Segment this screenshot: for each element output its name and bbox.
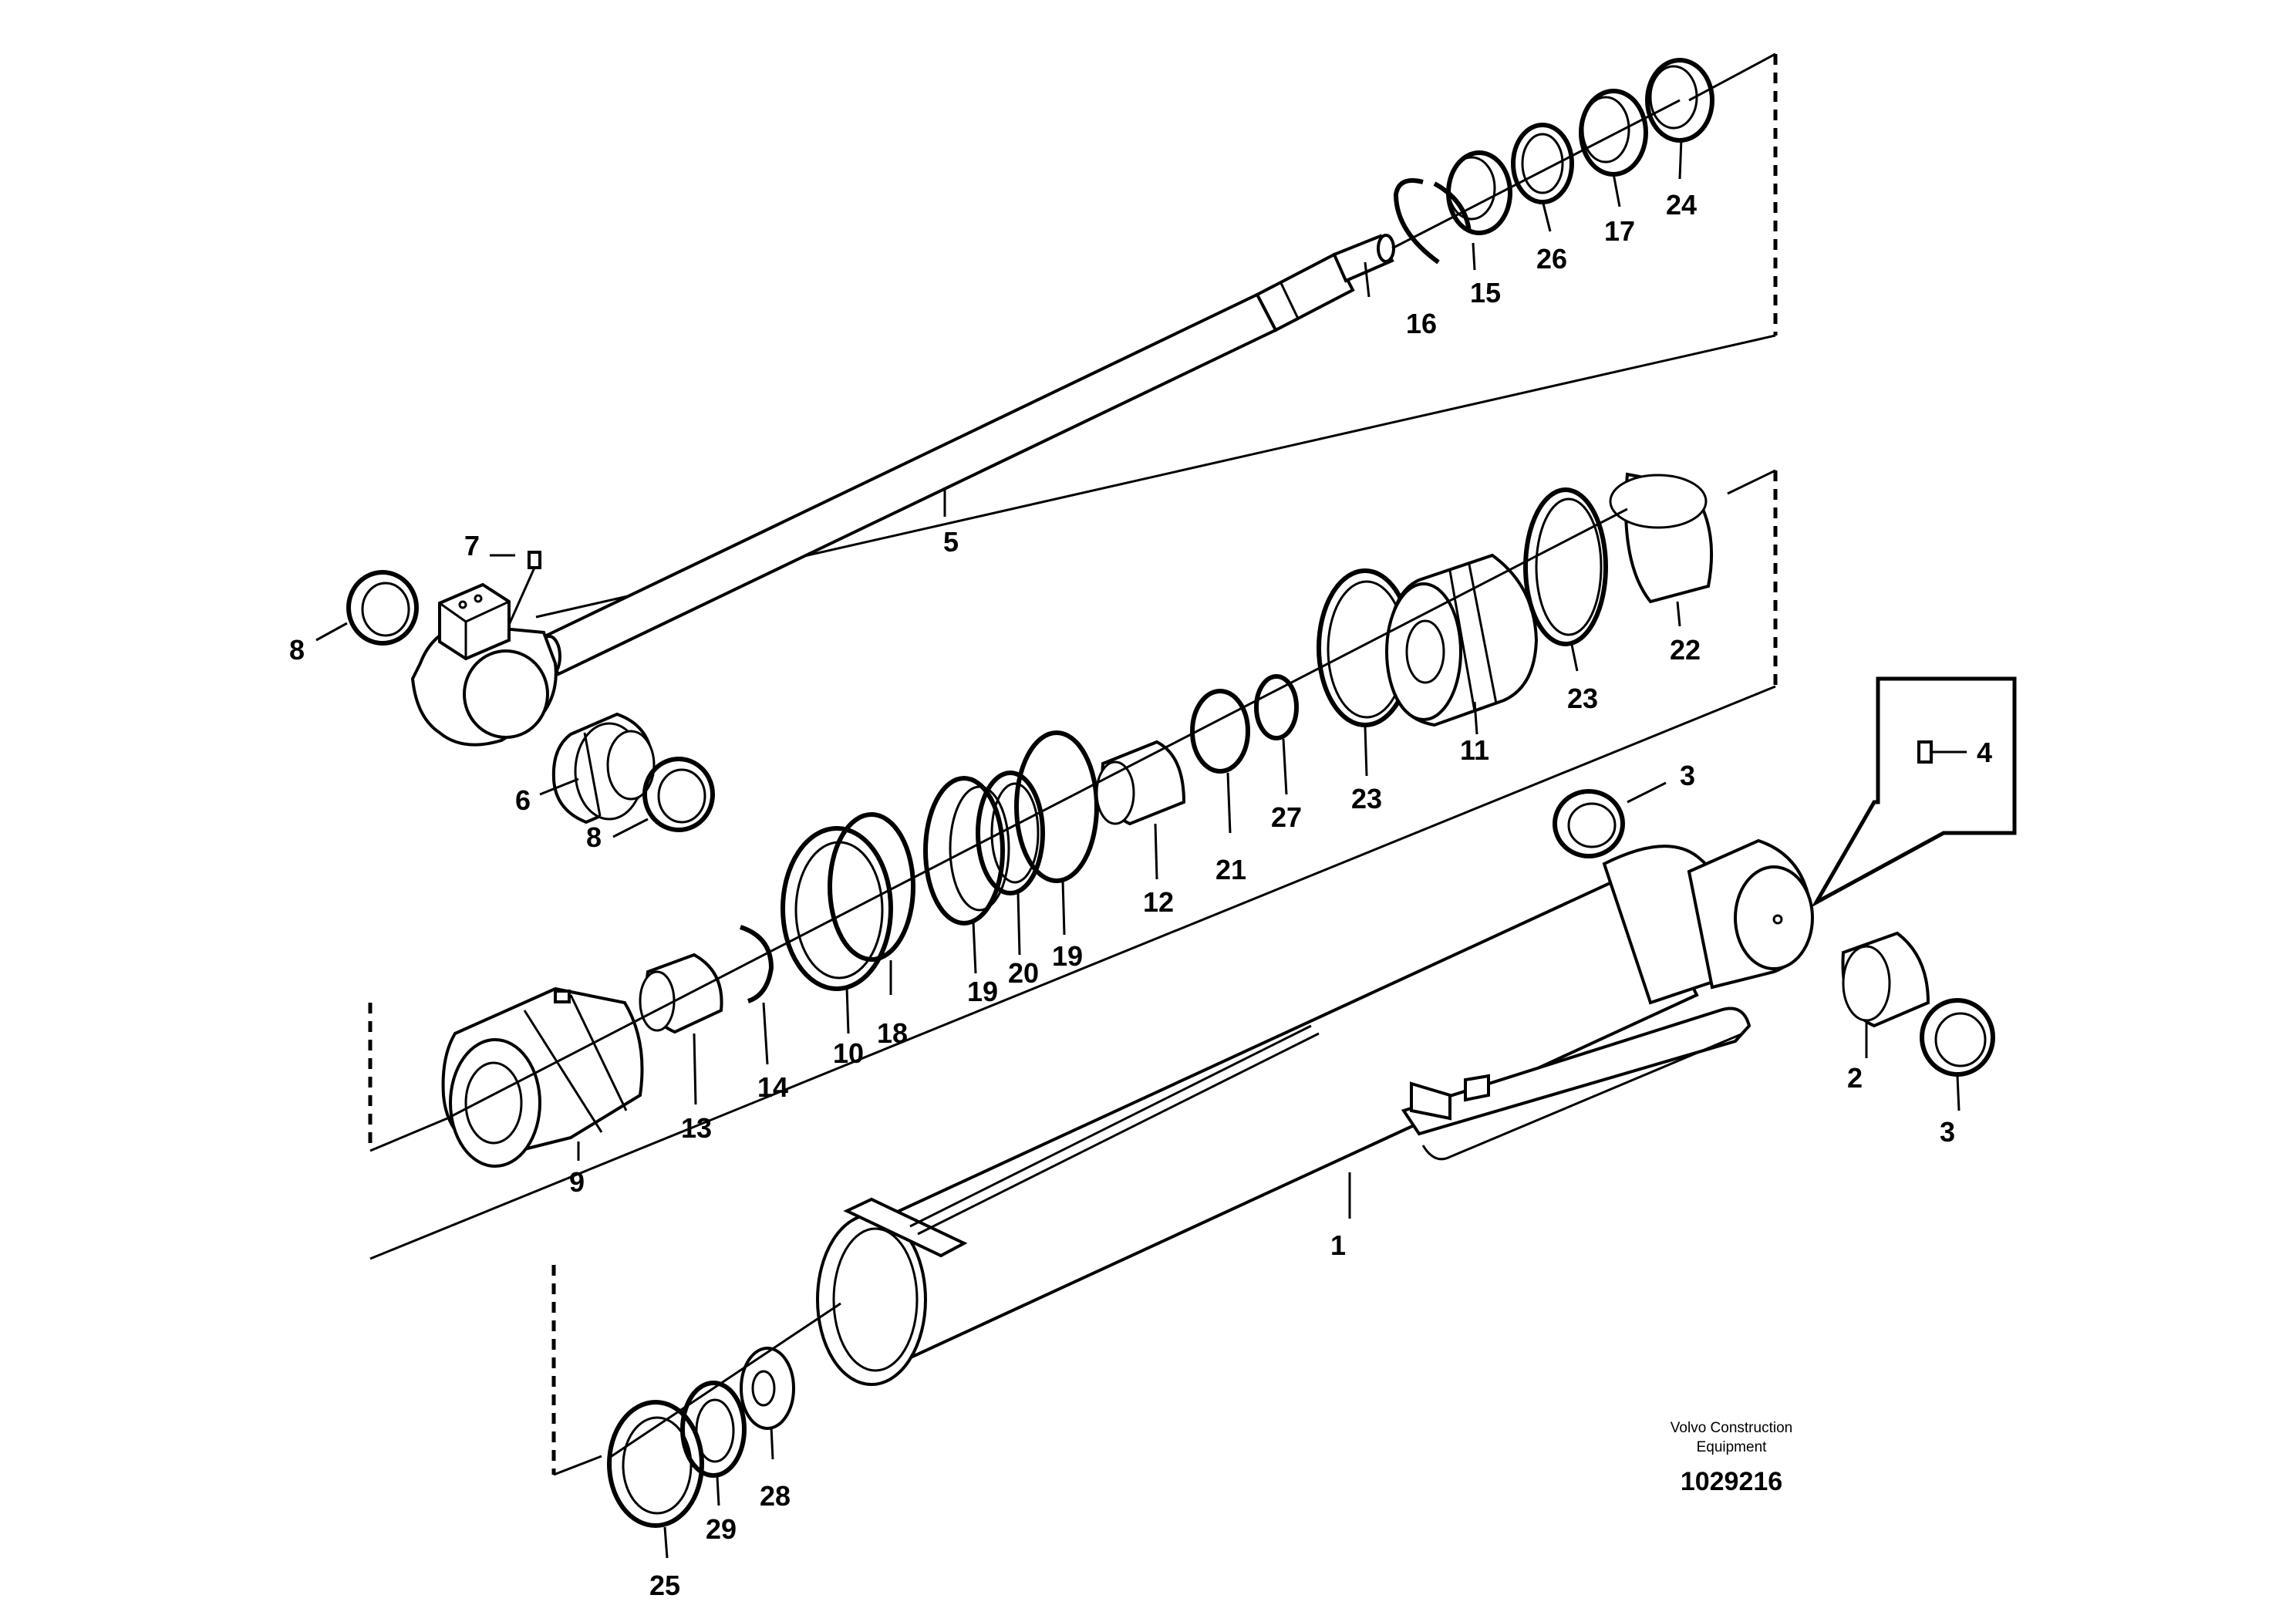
- label-part-10: 10: [833, 1037, 864, 1069]
- ring-19-a: [923, 776, 1010, 926]
- seal-8-upper: [346, 570, 419, 646]
- bushing-2: [1841, 931, 1930, 1028]
- seal-24: [1645, 58, 1714, 143]
- bushing-6: [551, 712, 656, 824]
- label-part-3-lower: 3: [1940, 1116, 1955, 1148]
- label-part-1: 1: [1330, 1229, 1346, 1261]
- label-part-19-b: 19: [1052, 940, 1083, 972]
- cylinder-tube-1: [816, 838, 1814, 1386]
- seal-15: [1446, 150, 1512, 235]
- snap-ring-14: [740, 925, 774, 1003]
- row-1-boundary: [535, 52, 1778, 619]
- ring-27: [1254, 674, 1299, 740]
- document-number: 1029216: [1681, 1467, 1782, 1496]
- seal-3-upper: [1553, 789, 1625, 858]
- label-part-24: 24: [1666, 189, 1697, 221]
- leader-lines: [315, 138, 1961, 1559]
- label-part-2: 2: [1847, 1062, 1863, 1094]
- row-3-boundary: [551, 1265, 602, 1476]
- label-part-23-b: 23: [1351, 783, 1382, 814]
- label-part-18: 18: [877, 1017, 908, 1049]
- seal-3-lower: [1920, 998, 1995, 1077]
- label-part-15: 15: [1470, 277, 1501, 309]
- ring-23-b: [1523, 487, 1608, 646]
- footer: Volvo Construction Equipment 1029216: [1671, 1420, 1792, 1496]
- company-name-line-2: Equipment: [1697, 1439, 1768, 1455]
- cylinder-pipe: [909, 1007, 1752, 1236]
- label-part-16: 16: [1406, 308, 1437, 339]
- ring-26: [1511, 123, 1574, 204]
- detail-box-4: [1811, 676, 2017, 908]
- snap-ring-16: [1393, 178, 1472, 265]
- seal-25: [607, 1400, 704, 1528]
- label-part-22: 22: [1670, 634, 1701, 666]
- label-part-6: 6: [515, 784, 531, 816]
- label-part-29: 29: [706, 1513, 737, 1545]
- row-2-boundary: [368, 469, 1778, 1260]
- label-part-5: 5: [943, 526, 959, 558]
- ring-21: [1190, 689, 1250, 774]
- piston-nut-9: [441, 986, 644, 1168]
- label-part-11: 11: [1460, 734, 1489, 766]
- label-part-27: 27: [1271, 801, 1302, 833]
- seal-8-lower: [642, 757, 715, 832]
- label-part-25: 25: [649, 1570, 680, 1601]
- label-part-19-a: 19: [967, 976, 998, 1007]
- label-part-8-upper: 8: [289, 634, 305, 666]
- ring-20: [976, 771, 1045, 895]
- grease-nipple-7: [507, 551, 541, 626]
- company-name-line-1: Volvo Construction: [1671, 1420, 1792, 1436]
- label-part-28: 28: [760, 1480, 791, 1512]
- rod-axis-line: [1391, 99, 1681, 250]
- label-part-3-upper: 3: [1680, 760, 1695, 791]
- label-part-14: 14: [757, 1071, 788, 1103]
- ring-18: [828, 812, 915, 962]
- tube-axis-line: [609, 1302, 841, 1459]
- piston-rod: [537, 234, 1395, 678]
- guide-ring-22: [1609, 472, 1714, 604]
- label-part-26: 26: [1536, 243, 1567, 275]
- label-part-4: 4: [1977, 737, 1992, 768]
- label-part-12: 12: [1143, 886, 1174, 918]
- label-part-7: 7: [464, 530, 480, 561]
- label-part-21: 21: [1215, 854, 1246, 885]
- label-part-8-lower: 8: [586, 821, 602, 853]
- label-part-23-a: 23: [1567, 683, 1598, 714]
- piston-axis-line: [447, 508, 1628, 1120]
- nut-28: [740, 1347, 795, 1430]
- rod-eye: [410, 582, 558, 747]
- part-labels: 1 2 3 3 4 5 6 7 8 8 9 10 11 12 13 14 15 …: [289, 189, 1992, 1601]
- label-part-13: 13: [681, 1112, 712, 1144]
- ring-29: [680, 1381, 747, 1478]
- ring-19-b: [1014, 730, 1099, 883]
- label-part-17: 17: [1604, 215, 1635, 247]
- label-part-9: 9: [569, 1166, 585, 1198]
- label-part-20: 20: [1008, 957, 1039, 989]
- bushing-12: [1095, 740, 1186, 826]
- bushing-13: [639, 953, 723, 1034]
- piston-11: [1385, 553, 1539, 727]
- seal-17: [1579, 89, 1648, 177]
